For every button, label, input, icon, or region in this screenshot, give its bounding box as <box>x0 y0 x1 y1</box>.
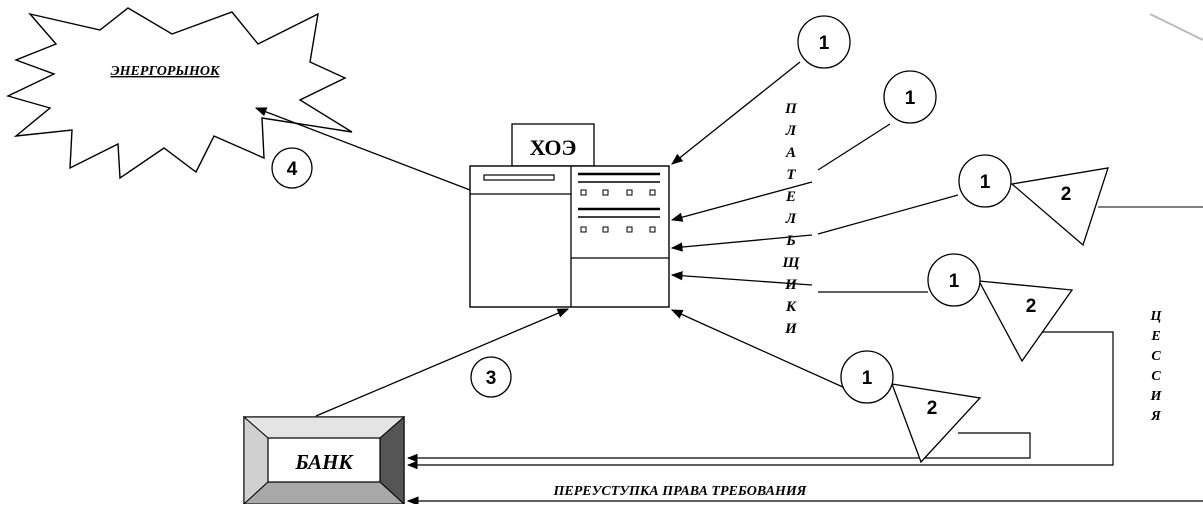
assignment-caption: ПЕРЕУСТУПКА ПРАВА ТРЕБОВАНИЯ <box>553 484 807 499</box>
svg-text:1: 1 <box>980 172 991 193</box>
xoe-sign <box>511 123 595 167</box>
payer-marker-1a: 1 <box>797 15 851 69</box>
bank-box: БАНК <box>242 415 406 506</box>
payers-letter: Л <box>785 211 797 227</box>
triangle-2-middle <box>977 280 1074 363</box>
payer-marker-1c: 1 <box>958 154 1012 208</box>
cession-letter: Я <box>1150 409 1161 424</box>
payer-marker-1d: 1 <box>927 253 981 307</box>
cession-letter: Ц <box>1150 309 1163 324</box>
payers-letter: П <box>784 101 798 117</box>
payer-marker-1b: 1 <box>883 70 937 124</box>
xoe-label: ХОЭ <box>530 135 577 160</box>
cession-letter: И <box>1150 389 1163 404</box>
bank-label: БАНК <box>294 450 354 474</box>
triangle-2-upper <box>1010 167 1109 247</box>
payer-arrow-2 <box>670 181 813 222</box>
marker-3: 3 <box>470 356 512 398</box>
cession-letter: С <box>1151 349 1161 364</box>
svg-text:1: 1 <box>862 368 873 389</box>
payers-letter: А <box>785 145 796 161</box>
payers-letter: Т <box>786 167 796 183</box>
payers-letter: Л <box>785 123 797 139</box>
payers-letter: И <box>784 277 798 293</box>
xoe-body <box>469 165 670 308</box>
payers-letter: Ь <box>785 233 796 249</box>
scan-edge <box>1149 13 1203 41</box>
arrow-bank-to-xoe <box>315 308 570 417</box>
triangle-2-lower-label: 2 <box>927 398 938 419</box>
svg-text:3: 3 <box>486 368 497 389</box>
payers-letter: К <box>785 299 797 315</box>
svg-text:4: 4 <box>287 159 298 180</box>
triangle-2-lower <box>891 383 982 464</box>
triangle-2-upper-label: 2 <box>1061 184 1072 205</box>
cession-letter: Е <box>1150 329 1160 344</box>
cession-line-middle <box>406 331 1114 470</box>
xoe-building: ХОЭ <box>469 123 670 308</box>
svg-text:1: 1 <box>949 271 960 292</box>
payer-marker-1e: 1 <box>840 350 894 404</box>
payers-letter: Щ <box>782 255 801 271</box>
payer-arrow-5 <box>670 309 846 389</box>
payer-arrow-3 <box>670 234 813 252</box>
payer-line-a <box>817 123 891 171</box>
arrow-to-market <box>254 107 471 191</box>
triangle-2-middle-label: 2 <box>1026 296 1037 317</box>
payers-letter: И <box>784 321 798 337</box>
payer-arrow-4 <box>670 271 813 286</box>
energy-market-label: ЭНЕРГОРЫНОК <box>111 64 221 79</box>
payer-line-b <box>817 194 959 235</box>
energy-market-starburst <box>6 7 353 180</box>
svg-text:1: 1 <box>905 88 916 109</box>
svg-text:1: 1 <box>819 33 830 54</box>
cession-letter: С <box>1151 369 1161 384</box>
cession-line-lower <box>406 432 1031 463</box>
payer-arrow-1 <box>671 61 801 165</box>
marker-4: 4 <box>271 147 313 189</box>
payers-letter: Е <box>785 189 796 205</box>
